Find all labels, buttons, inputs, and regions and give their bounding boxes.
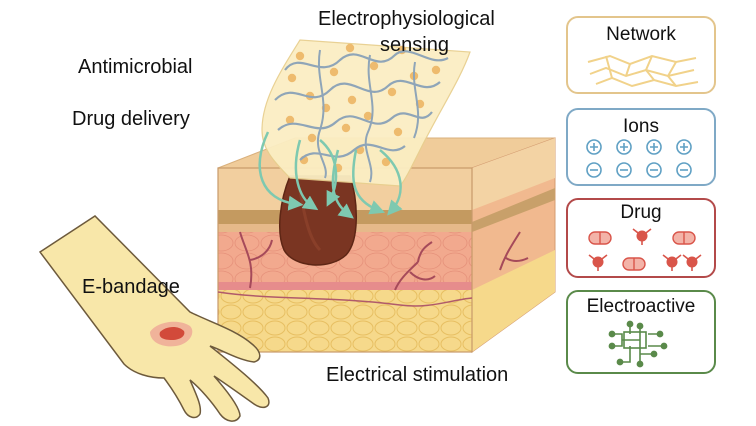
label-e-bandage: E-bandage xyxy=(82,276,180,298)
blood-vessel xyxy=(394,241,436,291)
label-sensing: sensing xyxy=(380,34,449,56)
fat-layer xyxy=(218,290,472,352)
legend-title-ions: Ions xyxy=(623,116,659,137)
legend-card-electroactive: Electroactive xyxy=(566,290,716,374)
legend-card-network: Network xyxy=(566,16,716,94)
legend-title-electroactive: Electroactive xyxy=(586,296,696,317)
drug-icon xyxy=(588,228,702,271)
wound xyxy=(279,175,357,266)
label-electrophysiological: Electrophysiological xyxy=(318,8,495,30)
ion-icon xyxy=(586,139,692,178)
label-electrical-stimulation: Electrical stimulation xyxy=(326,364,509,386)
hydrogel-patch xyxy=(261,39,471,187)
legend-card-drug: Drug xyxy=(566,198,716,278)
stimulation-arrows xyxy=(258,131,403,219)
network-icon xyxy=(587,54,699,88)
legend-title-network: Network xyxy=(606,24,676,45)
circuit-icon xyxy=(608,320,668,368)
legend-title-drug: Drug xyxy=(620,202,662,223)
legend-card-ions: Ions xyxy=(566,108,716,186)
label-drug-delivery: Drug delivery xyxy=(72,108,190,130)
arm-with-e-bandage xyxy=(38,215,270,422)
blood-vessel xyxy=(239,231,273,289)
label-antimicrobial: Antimicrobial xyxy=(78,56,193,78)
blood-vessel xyxy=(499,231,529,271)
